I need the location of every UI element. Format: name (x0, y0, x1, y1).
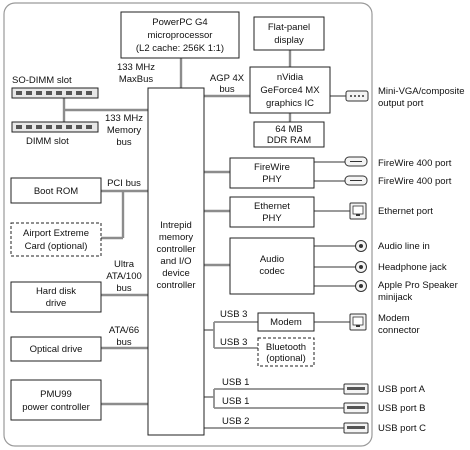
usb3-bluetooth-label: USB 3 (220, 337, 247, 348)
dimm-slot-icon (11, 121, 99, 133)
airport-label-1: Airport Extreme (23, 228, 89, 239)
firewire-port-2-icon (344, 175, 368, 186)
display-label-2: display (274, 35, 304, 46)
ata100-label-2: ATA/100 (106, 271, 142, 282)
ethernet-port-icon (349, 202, 367, 220)
ethernet-phy-label-2: PHY (262, 213, 282, 224)
pmu-label-2: power controller (22, 402, 90, 413)
controller-label-4: and I/O (160, 256, 191, 267)
hdd-label-2: drive (46, 298, 67, 309)
usb-port-a-label: USB port A (378, 384, 426, 395)
ata100-label-1: Ultra (114, 259, 135, 270)
maxbus-label-2: MaxBus (119, 74, 154, 85)
usb2-label: USB 2 (222, 416, 249, 427)
speaker-jack-label-1: Apple Pro Speaker (378, 280, 458, 291)
membus-label-3: bus (116, 137, 132, 148)
boot-rom-box (10, 177, 102, 204)
ethernet-phy-box (229, 196, 315, 228)
audio-codec-label-2: codec (259, 266, 285, 277)
controller-label-2: memory (159, 232, 194, 243)
usb1-b-label: USB 1 (222, 396, 249, 407)
airport-label-2: Card (optional) (25, 241, 88, 252)
cpu-label-3: (L2 cache: 256K 1:1) (136, 43, 224, 54)
usb-port-b-label: USB port B (378, 403, 426, 414)
modem-connector-label-2: connector (378, 325, 420, 336)
dimm-label: DIMM slot (26, 136, 69, 147)
gpu-label-1: nVidia (277, 72, 304, 83)
usb3-modem-label: USB 3 (220, 309, 247, 320)
speaker-minijack-icon (355, 280, 367, 292)
controller-label-1: Intrepid (160, 220, 192, 231)
audio-codec-label-1: Audio (260, 254, 284, 265)
vram-label-1: 64 MB (275, 124, 302, 135)
bluetooth-label-2: (optional) (266, 353, 306, 364)
controller-label-5: device (162, 268, 189, 279)
modem-box (257, 312, 315, 332)
usb-port-a-icon (343, 383, 369, 395)
bluetooth-label-1: Bluetooth (266, 342, 306, 353)
audio-line-in-label: Audio line in (378, 241, 430, 252)
membus-label-1: 133 MHz (105, 113, 143, 124)
optical-label: Optical drive (30, 344, 83, 355)
firewire-port-1-label: FireWire 400 port (378, 158, 452, 169)
mini-vga-connector-icon (345, 90, 369, 102)
audio-codec-box (229, 237, 315, 295)
vga-port-label-1: Mini-VGA/composite (378, 86, 465, 97)
usb1-a-label: USB 1 (222, 377, 249, 388)
maxbus-label-1: 133 MHz (117, 62, 155, 73)
ethernet-port-label: Ethernet port (378, 206, 433, 217)
optical-box (10, 336, 102, 362)
pmu-box (10, 379, 102, 421)
hdd-label-1: Hard disk (36, 286, 76, 297)
usb-port-b-icon (343, 402, 369, 414)
controller-label-3: controller (156, 244, 195, 255)
bluetooth-box (257, 337, 315, 367)
headphone-jack-label: Headphone jack (378, 262, 447, 273)
intrepid-controller-box (147, 87, 205, 436)
ata66-label-2: bus (116, 337, 132, 348)
pmu-label-1: PMU99 (40, 389, 72, 400)
usb-port-c-icon (343, 422, 369, 434)
cpu-label-2: microprocessor (148, 30, 213, 41)
headphone-jack-icon (355, 261, 367, 273)
airport-box (10, 222, 102, 257)
firewire-phy-label-1: FireWire (254, 162, 290, 173)
display-label-1: Flat-panel (268, 22, 310, 33)
hdd-box (10, 281, 102, 313)
firewire-port-1-icon (344, 156, 368, 167)
gpu-box (249, 66, 331, 114)
modem-label: Modem (270, 317, 302, 328)
cpu-box (120, 11, 240, 59)
boot-rom-label: Boot ROM (34, 186, 78, 197)
agp-label-2: bus (219, 84, 235, 95)
firewire-phy-label-2: PHY (262, 174, 282, 185)
usb-port-c-label: USB port C (378, 423, 426, 434)
audio-line-in-jack-icon (355, 240, 367, 252)
vram-label-2: DDR RAM (267, 135, 311, 146)
modem-connector-icon (349, 313, 367, 331)
gpu-label-3: graphics IC (266, 98, 314, 109)
sodimm-label: SO-DIMM slot (12, 75, 72, 86)
ata100-label-3: bus (116, 283, 132, 294)
firewire-port-2-label: FireWire 400 port (378, 176, 452, 187)
speaker-jack-label-2: minijack (378, 292, 413, 303)
membus-label-2: Memory (107, 125, 142, 136)
vram-box (253, 121, 325, 148)
display-box (253, 16, 325, 51)
firewire-phy-box (229, 157, 315, 189)
vga-port-label-2: output port (378, 98, 424, 109)
gpu-label-2: GeForce4 MX (260, 85, 320, 96)
controller-label-6: controller (156, 280, 195, 291)
agp-label-1: AGP 4X (210, 73, 245, 84)
modem-connector-label-1: Modem (378, 313, 410, 324)
pci-bus-label: PCI bus (107, 178, 141, 189)
ata66-label-1: ATA/66 (109, 325, 139, 336)
ethernet-phy-label-1: Ethernet (254, 201, 290, 212)
cpu-label-1: PowerPC G4 (152, 17, 207, 28)
sodimm-slot-icon (11, 87, 99, 99)
